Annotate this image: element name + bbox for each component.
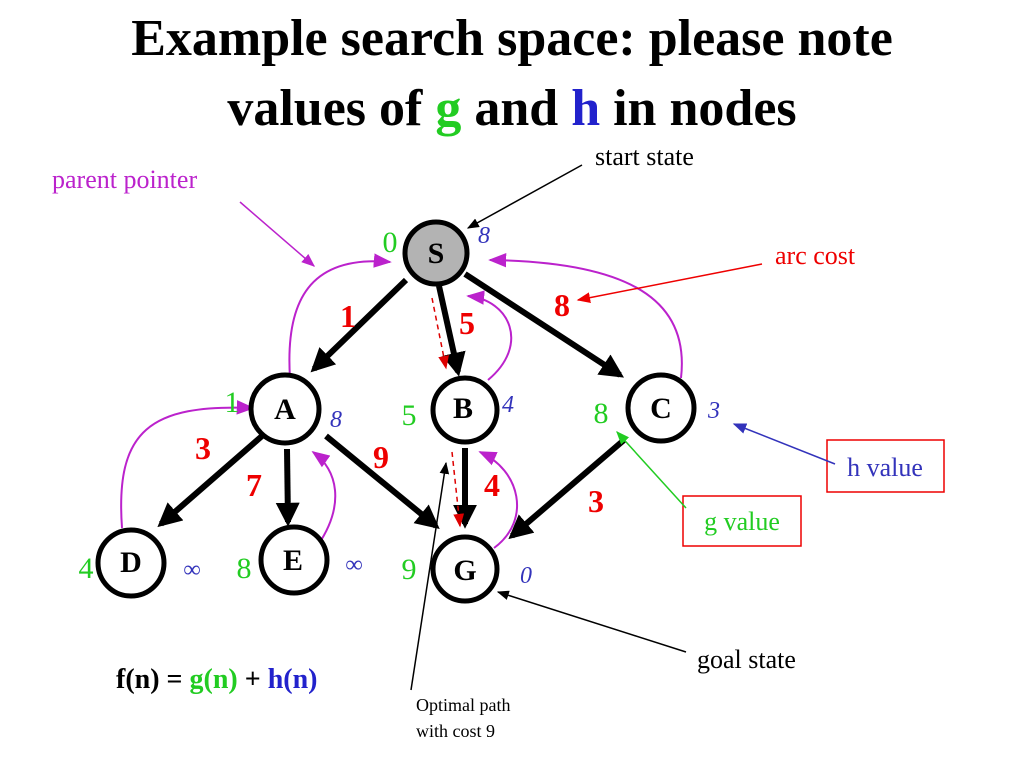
- node-b: [430, 375, 500, 445]
- g-value-e: 8: [237, 552, 252, 585]
- arc-cost-s-a: 1: [340, 298, 356, 334]
- formula-plus: +: [237, 664, 268, 695]
- label-optimal-path-line1: Optimal path: [416, 695, 510, 715]
- parent-pointer-a-s: [288, 253, 392, 379]
- node-label-e: E: [283, 544, 303, 577]
- arc-cost-s-c: 8: [554, 287, 570, 323]
- title-text: values of: [227, 80, 436, 137]
- h-value-b: 4: [502, 392, 514, 418]
- title-text: in nodes: [600, 80, 797, 137]
- f-formula: f(n) = g(n) + h(n): [116, 664, 318, 696]
- node-g: [430, 534, 500, 604]
- h-value-a: 8: [330, 407, 342, 433]
- edge-a-e: [275, 448, 300, 527]
- g-value-a: 1: [225, 386, 240, 419]
- node-label-b: B: [453, 392, 473, 425]
- arc-cost-b-g: 4: [484, 467, 500, 503]
- edge-a-g: [324, 433, 440, 530]
- title-line-2: values of g and h in nodes: [0, 74, 1024, 144]
- node-label-a: A: [274, 393, 296, 426]
- arc-cost-a-g: 9: [373, 439, 389, 475]
- label-goal-state: goal state: [697, 645, 796, 674]
- parent-pointer-d-a: [120, 400, 255, 529]
- title-h: h: [571, 80, 601, 137]
- pointer-start-state: [466, 164, 583, 229]
- edge-s-b: [436, 285, 466, 377]
- node-label-c: C: [650, 392, 672, 425]
- label-g-value: g value: [704, 507, 780, 536]
- formula-h: h(n): [267, 664, 318, 695]
- label-start-state: start state: [595, 142, 694, 171]
- title-text: and: [461, 80, 572, 137]
- arc-cost-a-d: 3: [195, 430, 211, 466]
- pointer-arc-cost: [576, 263, 763, 303]
- pointer-h-value: [732, 423, 836, 465]
- formula-lhs: f(n) =: [116, 664, 190, 695]
- h-value-e: ∞: [345, 552, 362, 578]
- g-value-g: 9: [402, 553, 417, 586]
- pointer-optimal-path: [410, 461, 450, 691]
- node-label-g: G: [453, 554, 476, 587]
- label-optimal-path-line2: with cost 9: [416, 721, 495, 741]
- h-value-box: [826, 439, 945, 493]
- g-value-box: [682, 495, 802, 547]
- title-line-1: Example search space: please note: [131, 10, 893, 67]
- parent-pointer-g-b: [478, 451, 519, 549]
- title-g: g: [435, 80, 462, 137]
- node-a: [248, 372, 322, 446]
- arc-cost-s-b: 5: [459, 305, 475, 341]
- h-value-c: 3: [707, 398, 720, 424]
- h-value-g: 0: [520, 563, 532, 589]
- edge-s-c: [463, 271, 625, 378]
- h-value-d: ∞: [183, 557, 200, 583]
- node-c: [625, 372, 697, 444]
- label-arc-cost: arc cost: [775, 241, 856, 270]
- node-e: [258, 524, 330, 596]
- slide-title: Example search space: please note values…: [0, 4, 1024, 144]
- parent-pointer-b-s: [466, 290, 513, 381]
- node-s: [402, 219, 470, 287]
- parent-pointer-c-s: [488, 253, 683, 379]
- pointer-g-value: [616, 431, 687, 509]
- formula-g: g(n): [189, 664, 238, 695]
- node-d: [95, 527, 167, 599]
- parent-pointer-e-a: [311, 450, 337, 546]
- g-value-b: 5: [402, 399, 417, 432]
- g-value-d: 4: [79, 552, 94, 585]
- label-parent-pointer: parent pointer: [52, 165, 197, 194]
- pointer-parent-pointer: [239, 201, 316, 267]
- label-h-value: h value: [847, 453, 923, 482]
- edge-c-g: [508, 437, 626, 540]
- pointer-goal-state: [496, 590, 687, 653]
- edge-s-a: [310, 277, 409, 373]
- node-label-d: D: [120, 546, 142, 579]
- edge-a-d: [157, 433, 264, 528]
- optimal-path-s-b: [431, 297, 449, 370]
- g-value-s: 0: [383, 226, 398, 259]
- arc-cost-c-g: 3: [588, 483, 604, 519]
- arc-cost-a-e: 7: [246, 467, 262, 503]
- optimal-path-b-g: [451, 451, 465, 528]
- node-label-s: S: [428, 237, 445, 270]
- h-value-s: 8: [478, 223, 490, 249]
- g-value-c: 8: [594, 397, 609, 430]
